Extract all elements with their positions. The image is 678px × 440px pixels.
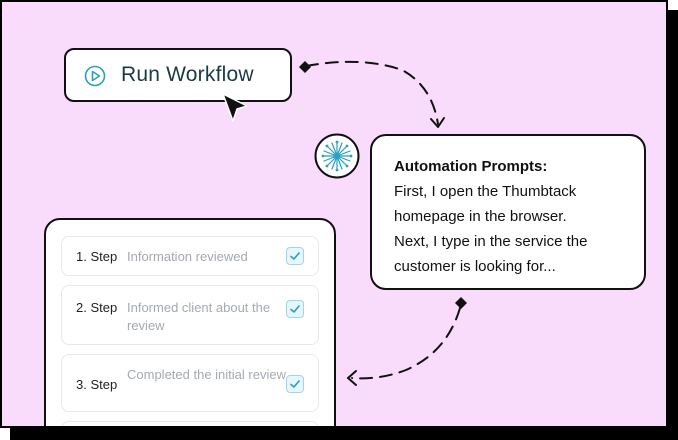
automation-prompts-title: Automation Prompts: xyxy=(394,158,548,175)
checkmark-icon xyxy=(290,305,300,313)
mouse-pointer-icon xyxy=(222,93,248,122)
automation-prompts-line: homepage in the browser. xyxy=(394,208,567,225)
automation-prompts-card: Automation Prompts: First, I open the Th… xyxy=(370,134,646,290)
workflow-steps-card: 1. Step Information reviewed 2. Step Inf… xyxy=(44,218,336,426)
checkmark-icon xyxy=(290,380,300,388)
step-description: Information reviewed xyxy=(127,249,248,264)
step-description: Completed the initial review xyxy=(127,367,286,382)
step-checkbox[interactable] xyxy=(286,300,304,318)
step-row: 3. Step Completed the initial review xyxy=(61,354,319,412)
run-workflow-label: Run Workflow xyxy=(121,63,254,86)
step-row: 1. Step Information reviewed xyxy=(61,236,319,276)
arrowhead-left-icon xyxy=(347,370,357,386)
automation-prompts-line: First, I open the Thumbtack xyxy=(394,183,577,200)
run-workflow-button[interactable]: Run Workflow xyxy=(64,48,292,102)
step-number: 2. Step xyxy=(76,300,118,315)
connector-top-path xyxy=(305,60,439,125)
diamond-top-icon xyxy=(299,61,311,73)
diamond-bottom-icon xyxy=(455,297,467,309)
step-checkbox[interactable] xyxy=(286,247,304,265)
automation-prompts-line: customer is looking for... xyxy=(394,258,556,275)
step-number: 3. Step xyxy=(76,377,118,392)
connector-bottom-path xyxy=(351,307,461,380)
ai-sparkle-icon xyxy=(314,133,360,179)
step-row: 2. Step Informed client about the review xyxy=(61,285,319,345)
connector-arrows xyxy=(299,60,467,386)
automation-prompts-line: Next, I type in the service the xyxy=(394,233,588,250)
step-description: Informed client about the review xyxy=(127,300,271,333)
play-circle-icon xyxy=(84,65,106,87)
checkmark-icon xyxy=(290,252,300,260)
step-number: 1. Step xyxy=(76,249,118,264)
step-row-partial xyxy=(61,421,319,426)
arrowhead-down-icon xyxy=(430,117,445,128)
step-checkbox[interactable] xyxy=(286,375,304,393)
illustration-canvas: Run Workflow Automation Prompts: First, … xyxy=(0,0,668,428)
